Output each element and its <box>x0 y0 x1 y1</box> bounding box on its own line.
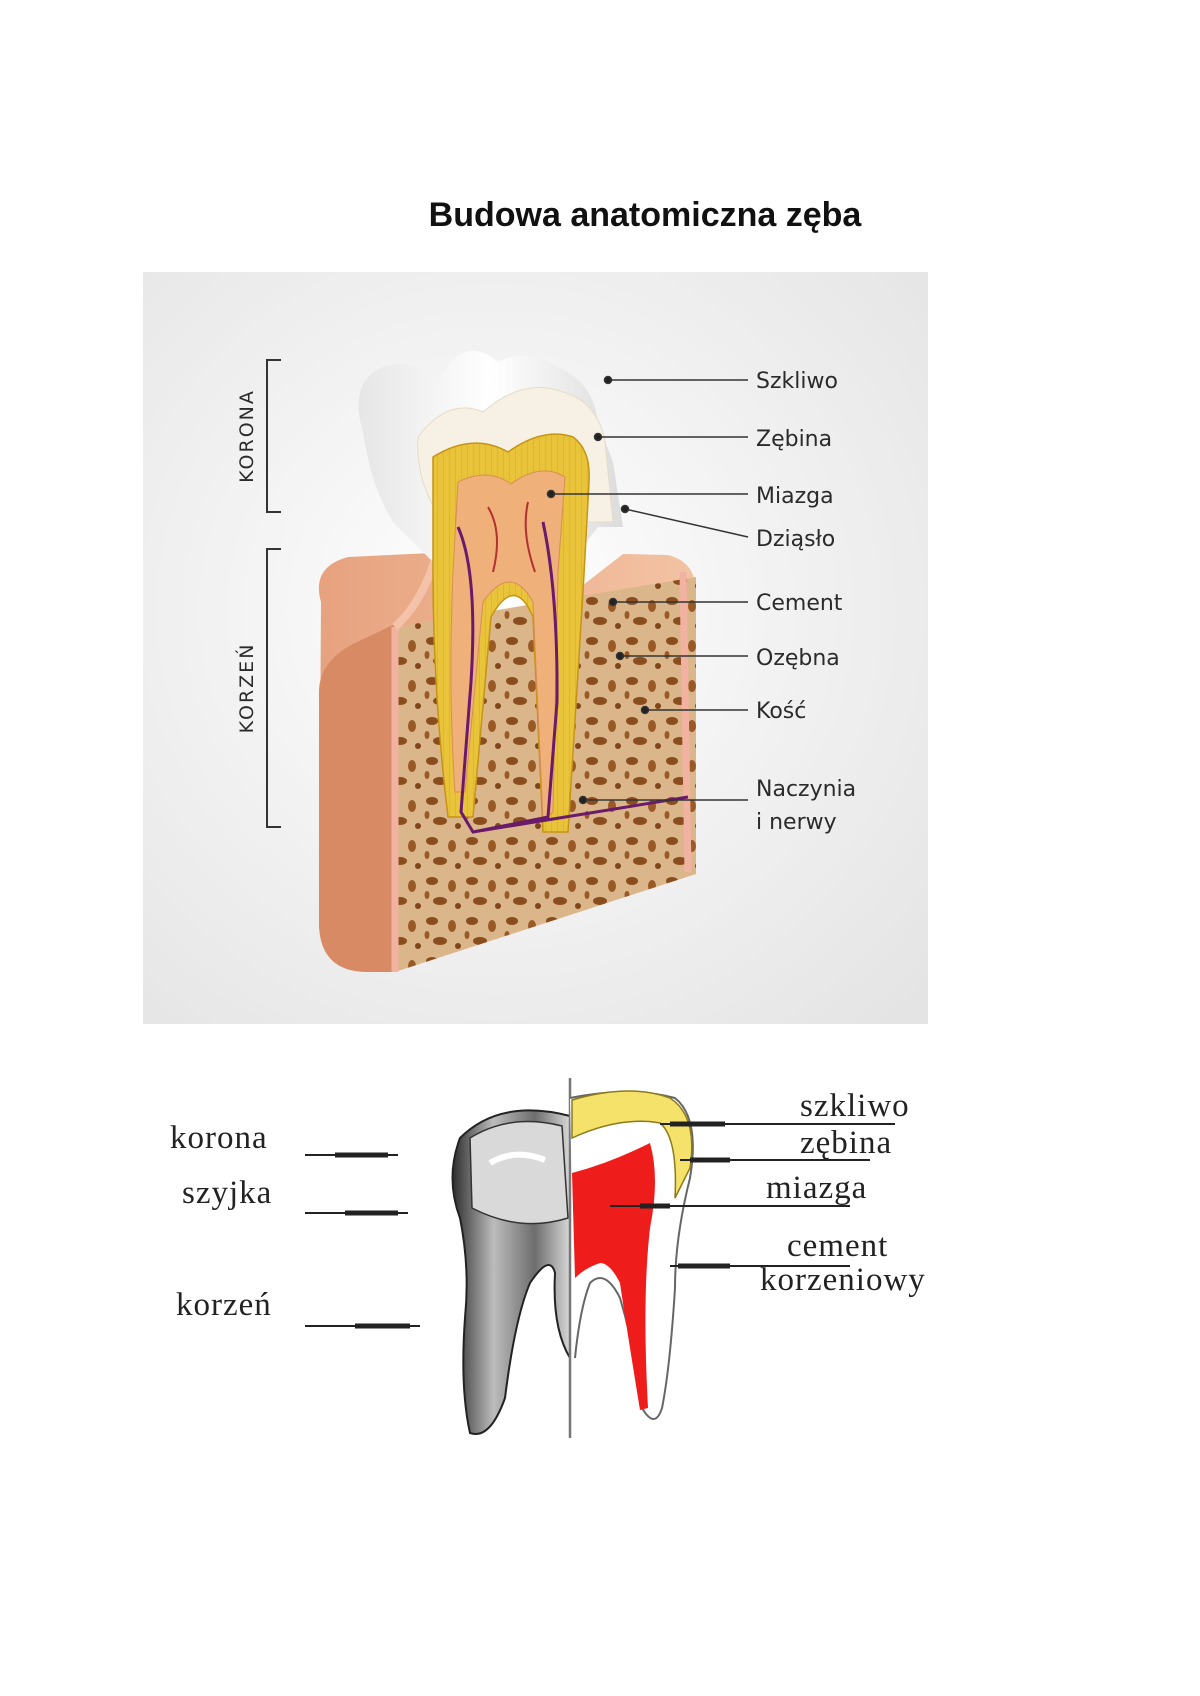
label-bone: Kość <box>756 699 806 724</box>
label-root: korzeń <box>176 1287 272 1323</box>
pulp-chamber <box>450 470 566 822</box>
label-vessels-line2: i nerwy <box>756 810 837 835</box>
leader-lines <box>546 375 749 805</box>
root-side-label: KORZEŃ <box>235 643 258 734</box>
left-leaders <box>305 1152 420 1329</box>
label-vessels-line1: Naczynia <box>756 777 856 802</box>
label-enamel-2: szkliwo <box>800 1088 910 1124</box>
nerve-vessels <box>456 521 689 834</box>
crown-side-label: KORONA <box>236 389 258 483</box>
label-pulp: Miazga <box>756 484 834 509</box>
label-periodontium: Ozębna <box>756 646 840 671</box>
enamel-cap <box>571 1090 693 1199</box>
label-cement-line1: cement <box>787 1228 888 1264</box>
tooth-anatomy-illustration: KORONA KORZEŃ Szkliwo Zębina Miazga Dzią… <box>143 272 928 1024</box>
label-dentin: Zębina <box>756 427 832 452</box>
label-gum: Dziąsło <box>756 527 835 552</box>
pulp-cavity <box>572 1143 655 1410</box>
label-crown: korona <box>170 1120 268 1156</box>
right-leaders <box>610 1121 895 1269</box>
label-pulp-2: miazga <box>766 1170 867 1206</box>
label-neck: szyjka <box>182 1175 272 1211</box>
label-dentin-2: zębina <box>800 1125 892 1161</box>
crown-bracket <box>266 359 281 513</box>
label-cement-line2: korzeniowy <box>760 1262 926 1298</box>
label-enamel: Szkliwo <box>756 369 838 394</box>
page-title: Budowa anatomiczna zęba <box>428 196 862 234</box>
root-bracket <box>266 548 281 828</box>
label-cement: Cement <box>756 591 843 616</box>
tooth-section-diagram: korona szyjka korzeń szkliwo zębina miaz… <box>170 1078 926 1438</box>
